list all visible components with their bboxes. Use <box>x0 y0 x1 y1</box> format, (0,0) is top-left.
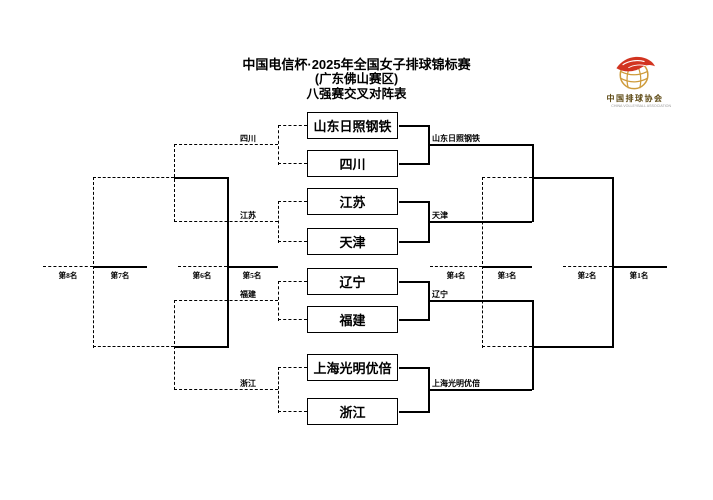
rank5-line <box>227 266 278 268</box>
bracket-line-solid <box>399 281 428 283</box>
qf1-winner-label: 山东日照钢铁 <box>432 134 480 143</box>
logo-org-name-en: CHINA VOLLEYBALL ASSOCIATION <box>611 104 672 109</box>
logo-org-name: 中国排球协会 <box>606 94 664 103</box>
bracket-line-dashed <box>278 367 279 413</box>
team-box-shanghai: 上海光明优倍 <box>307 354 398 381</box>
qf2-loser-line <box>174 221 278 222</box>
bracket-line-dashed <box>278 367 307 368</box>
qf4-loser-label: 浙江 <box>240 379 256 388</box>
bracket-line-dashed <box>278 241 307 242</box>
qf3-winner-label: 辽宁 <box>432 290 448 299</box>
bracket-line-dashed <box>278 125 279 165</box>
rank-label-8th: 第8名 <box>58 271 78 280</box>
qf4-winner-label: 上海光明优倍 <box>432 379 480 388</box>
qf4-loser-line <box>174 389 278 390</box>
qf2-loser-label: 江苏 <box>240 211 256 220</box>
bracket-line-solid <box>399 163 428 165</box>
volleyball-icon <box>616 56 655 90</box>
rank-label-2nd: 第2名 <box>577 271 597 280</box>
rank2-line <box>563 266 612 267</box>
placement-sf1-line <box>174 144 175 222</box>
qf2-winner-line <box>428 221 532 223</box>
sf1-winner-line <box>532 177 612 179</box>
team-box-tianjin: 天津 <box>307 228 398 255</box>
rank-label-3rd: 第3名 <box>497 271 517 280</box>
sf2-loser-line <box>482 346 532 347</box>
team-box-zhejiang: 浙江 <box>307 398 398 425</box>
bracket-line-dashed <box>278 201 279 243</box>
team-box-shandong-rizhao: 山东日照钢铁 <box>307 112 398 139</box>
third-place-match-line <box>482 177 483 348</box>
qf1-loser-line <box>174 144 278 145</box>
rank6-line <box>178 266 227 267</box>
rank-label-7th: 第7名 <box>110 271 130 280</box>
rank-label-5th: 第5名 <box>242 271 262 280</box>
placement-sf1-winner-line <box>174 177 227 179</box>
bracket-line-dashed <box>278 281 279 321</box>
qf3-loser-label: 福建 <box>240 290 256 299</box>
semifinal2-line <box>532 300 534 390</box>
qf4-winner-line <box>428 389 532 391</box>
bracket-line-solid <box>399 411 428 413</box>
fifth-place-match-line <box>227 177 229 348</box>
bracket-line-dashed <box>278 163 307 164</box>
semifinal1-line <box>532 144 534 222</box>
rank7-line <box>93 266 147 268</box>
final-line <box>612 177 614 348</box>
bracket-line-solid <box>399 241 428 243</box>
team-box-fujian: 福建 <box>307 306 398 333</box>
placement-sf1-loser-line <box>93 177 174 178</box>
bracket-line-solid <box>399 319 428 321</box>
seventh-place-match-line <box>93 177 94 348</box>
header: 中国电信杯·2025年全国女子排球锦标赛 (广东佛山赛区) 八强赛交叉对阵表 <box>0 57 713 102</box>
sf2-winner-line <box>532 346 612 348</box>
page-title: 中国电信杯·2025年全国女子排球锦标赛 <box>242 57 471 72</box>
bracket-line-dashed <box>278 411 307 412</box>
qf3-winner-line <box>428 300 532 302</box>
bracket-line-solid <box>399 125 428 127</box>
team-box-liaoning: 辽宁 <box>307 268 398 295</box>
rank-label-4th: 第4名 <box>446 271 466 280</box>
venue-subtitle: (广东佛山赛区) <box>314 72 399 86</box>
bracket-line-dashed <box>278 319 307 320</box>
rank3-line <box>482 266 532 268</box>
rank-label-1st: 第1名 <box>629 271 649 280</box>
bracket-line-dashed <box>278 281 307 282</box>
stage-subtitle: 八强赛交叉对阵表 <box>306 87 407 101</box>
team-box-sichuan: 四川 <box>307 150 398 177</box>
qf1-winner-line <box>428 144 532 146</box>
sf1-loser-line <box>482 177 532 178</box>
rank4-line <box>430 266 482 267</box>
cva-logo: 中国排球协会 CHINA VOLLEYBALL ASSOCIATION <box>602 52 672 110</box>
bracket-line-dashed <box>278 201 307 202</box>
bracket-line-dashed <box>278 125 307 126</box>
qf2-winner-label: 天津 <box>432 211 448 220</box>
rank-label-6th: 第6名 <box>192 271 212 280</box>
bracket-line-solid <box>399 201 428 203</box>
rank8-line <box>43 266 93 267</box>
rank1-line <box>612 266 667 268</box>
placement-sf2-winner-line <box>174 346 227 348</box>
placement-sf2-line <box>174 300 175 390</box>
qf3-loser-line <box>174 300 278 301</box>
placement-sf2-loser-line <box>93 346 174 347</box>
team-box-jiangsu: 江苏 <box>307 188 398 215</box>
qf1-loser-label: 四川 <box>240 134 256 143</box>
bracket-line-solid <box>399 367 428 369</box>
